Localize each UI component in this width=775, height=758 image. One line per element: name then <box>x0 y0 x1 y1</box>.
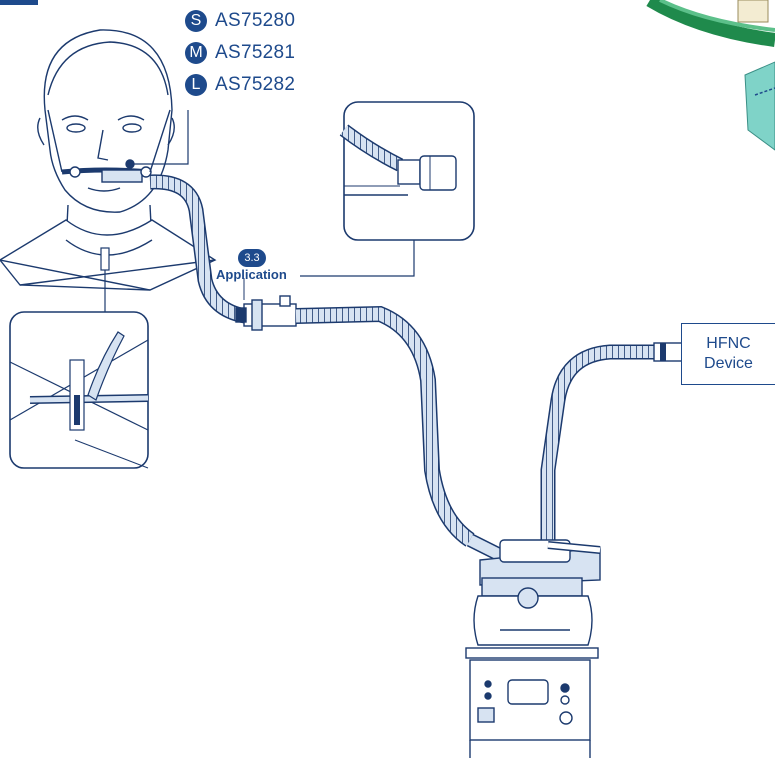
step-label: Application <box>216 267 287 282</box>
adapter-leader-line <box>300 240 415 277</box>
clip-detail-inset <box>9 311 149 469</box>
size-badge-l: L <box>185 74 207 96</box>
patient-tube <box>149 174 247 324</box>
size-badge-s: S <box>185 10 207 32</box>
adapter-detail-inset <box>339 101 475 241</box>
size-badge-m: M <box>185 42 207 64</box>
green-tubing-decoration <box>646 0 775 151</box>
hfnc-device-line2: Device <box>704 355 753 372</box>
size-row-s: S AS75280 <box>185 10 295 32</box>
tube-adapter <box>235 278 297 331</box>
neck-clip <box>100 247 110 271</box>
hfnc-device-box: HFNC Device <box>681 323 775 385</box>
device-tube <box>540 342 683 545</box>
humidifier <box>465 539 601 758</box>
hfnc-device-line1: HFNC <box>706 335 751 352</box>
cropped-header-fragment <box>0 0 38 5</box>
nasal-cannula <box>47 109 171 183</box>
size-row-m: M AS75281 <box>185 42 295 64</box>
size-code-m: AS75281 <box>215 42 296 63</box>
step-number-badge: 3.3 <box>238 249 266 267</box>
size-leader-line <box>130 110 189 165</box>
size-code-l: AS75282 <box>215 74 296 95</box>
size-code-s: AS75280 <box>215 10 296 31</box>
size-row-l: L AS75282 <box>185 74 295 96</box>
main-tube <box>295 305 504 562</box>
